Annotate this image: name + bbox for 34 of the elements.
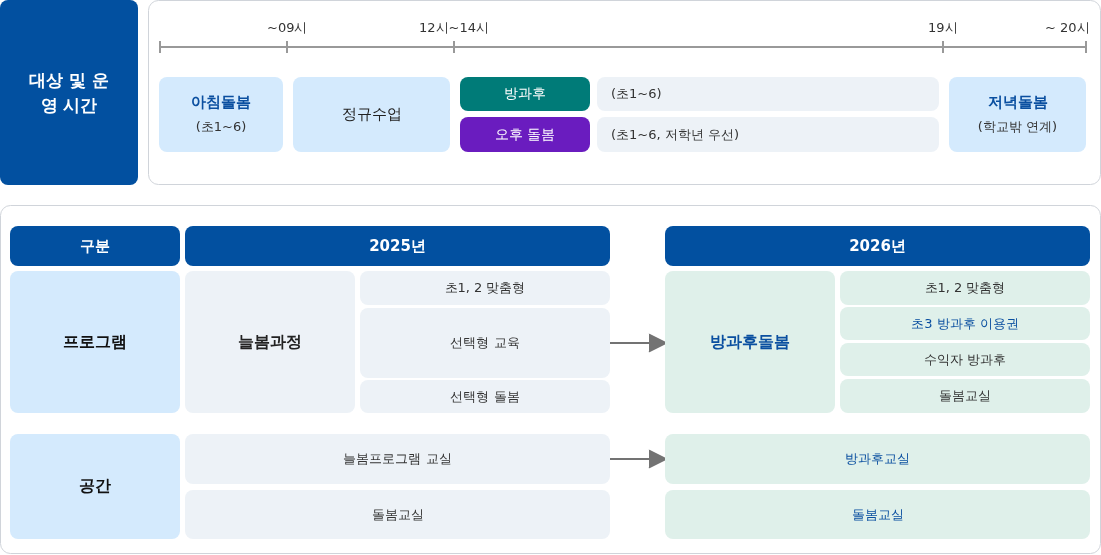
header-cell: 구분 [10,226,180,266]
time-tick-label: 19시 [928,19,958,37]
program-cell: 수익자 방과후 [840,343,1090,376]
program-cell: 선택형 교육 [360,308,610,378]
time-slot-box [159,77,283,152]
program-cell: 초1, 2 맞춤형 [360,271,610,305]
program-tag: 오후 돌봄 [460,117,590,152]
space-cell: 돌봄교실 [185,490,610,539]
time-slot-box: 정규수업 [293,77,450,152]
space-cell: 방과후교실 [665,434,1090,484]
program-tag: 방과후 [460,77,590,111]
program-bar: (초1~6) [597,77,939,111]
time-tick-label: 12시~14시 [419,19,489,37]
time-heading-box: 대상 및 운영 시간 [0,0,138,185]
time-slot-box [949,77,1086,152]
space-cell: 돌봄교실 [665,490,1090,539]
program-cell: 늘봄과정 [185,271,355,413]
time-tick-label: ~09시 [267,19,308,37]
header-cell: 2025년 [185,226,610,266]
program-bar: (초1~6, 저학년 우선) [597,117,939,152]
slot-title: 아침돌봄 [191,93,251,112]
program-cell: 돌봄교실 [840,379,1090,413]
program-cell: 초1, 2 맞춤형 [840,271,1090,305]
slot-title: 저녁돌봄 [987,93,1048,112]
slot-note: (초1~6) [195,118,247,136]
slot-note: (학교밖 연계) [977,118,1058,136]
header-cell: 2026년 [665,226,1090,266]
time-tick-label: ~ 20시 [1045,19,1090,37]
space-cell: 늘봄프로그램 교실 [185,434,610,484]
program-cell: 방과후돌봄 [665,271,835,413]
program-cell: 초3 방과후 이용권 [840,307,1090,340]
program-cell: 선택형 돌봄 [360,380,610,413]
category-cell: 프로그램 [10,271,180,413]
category-cell: 공간 [10,434,180,539]
